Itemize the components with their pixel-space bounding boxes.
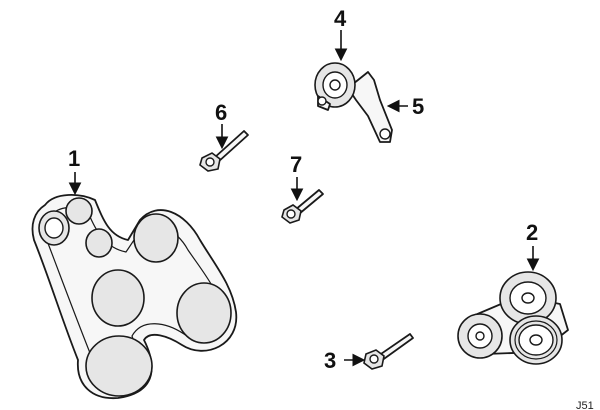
bolt-6 xyxy=(199,130,249,172)
bolt-7 xyxy=(281,189,324,224)
callout-2: 2 xyxy=(526,220,538,245)
callout-4: 4 xyxy=(334,6,347,31)
belt-tensioner xyxy=(314,62,393,143)
callout-3: 3 xyxy=(324,348,336,373)
callout-1: 1 xyxy=(68,146,80,171)
callout-6: 6 xyxy=(215,100,227,125)
serpentine-belt xyxy=(31,194,237,399)
bolt-3 xyxy=(363,333,414,370)
idler-pulley-assembly xyxy=(457,271,569,365)
corner-mark: J51 xyxy=(576,400,594,410)
callout-5: 5 xyxy=(412,94,424,119)
callout-7: 7 xyxy=(290,152,302,177)
